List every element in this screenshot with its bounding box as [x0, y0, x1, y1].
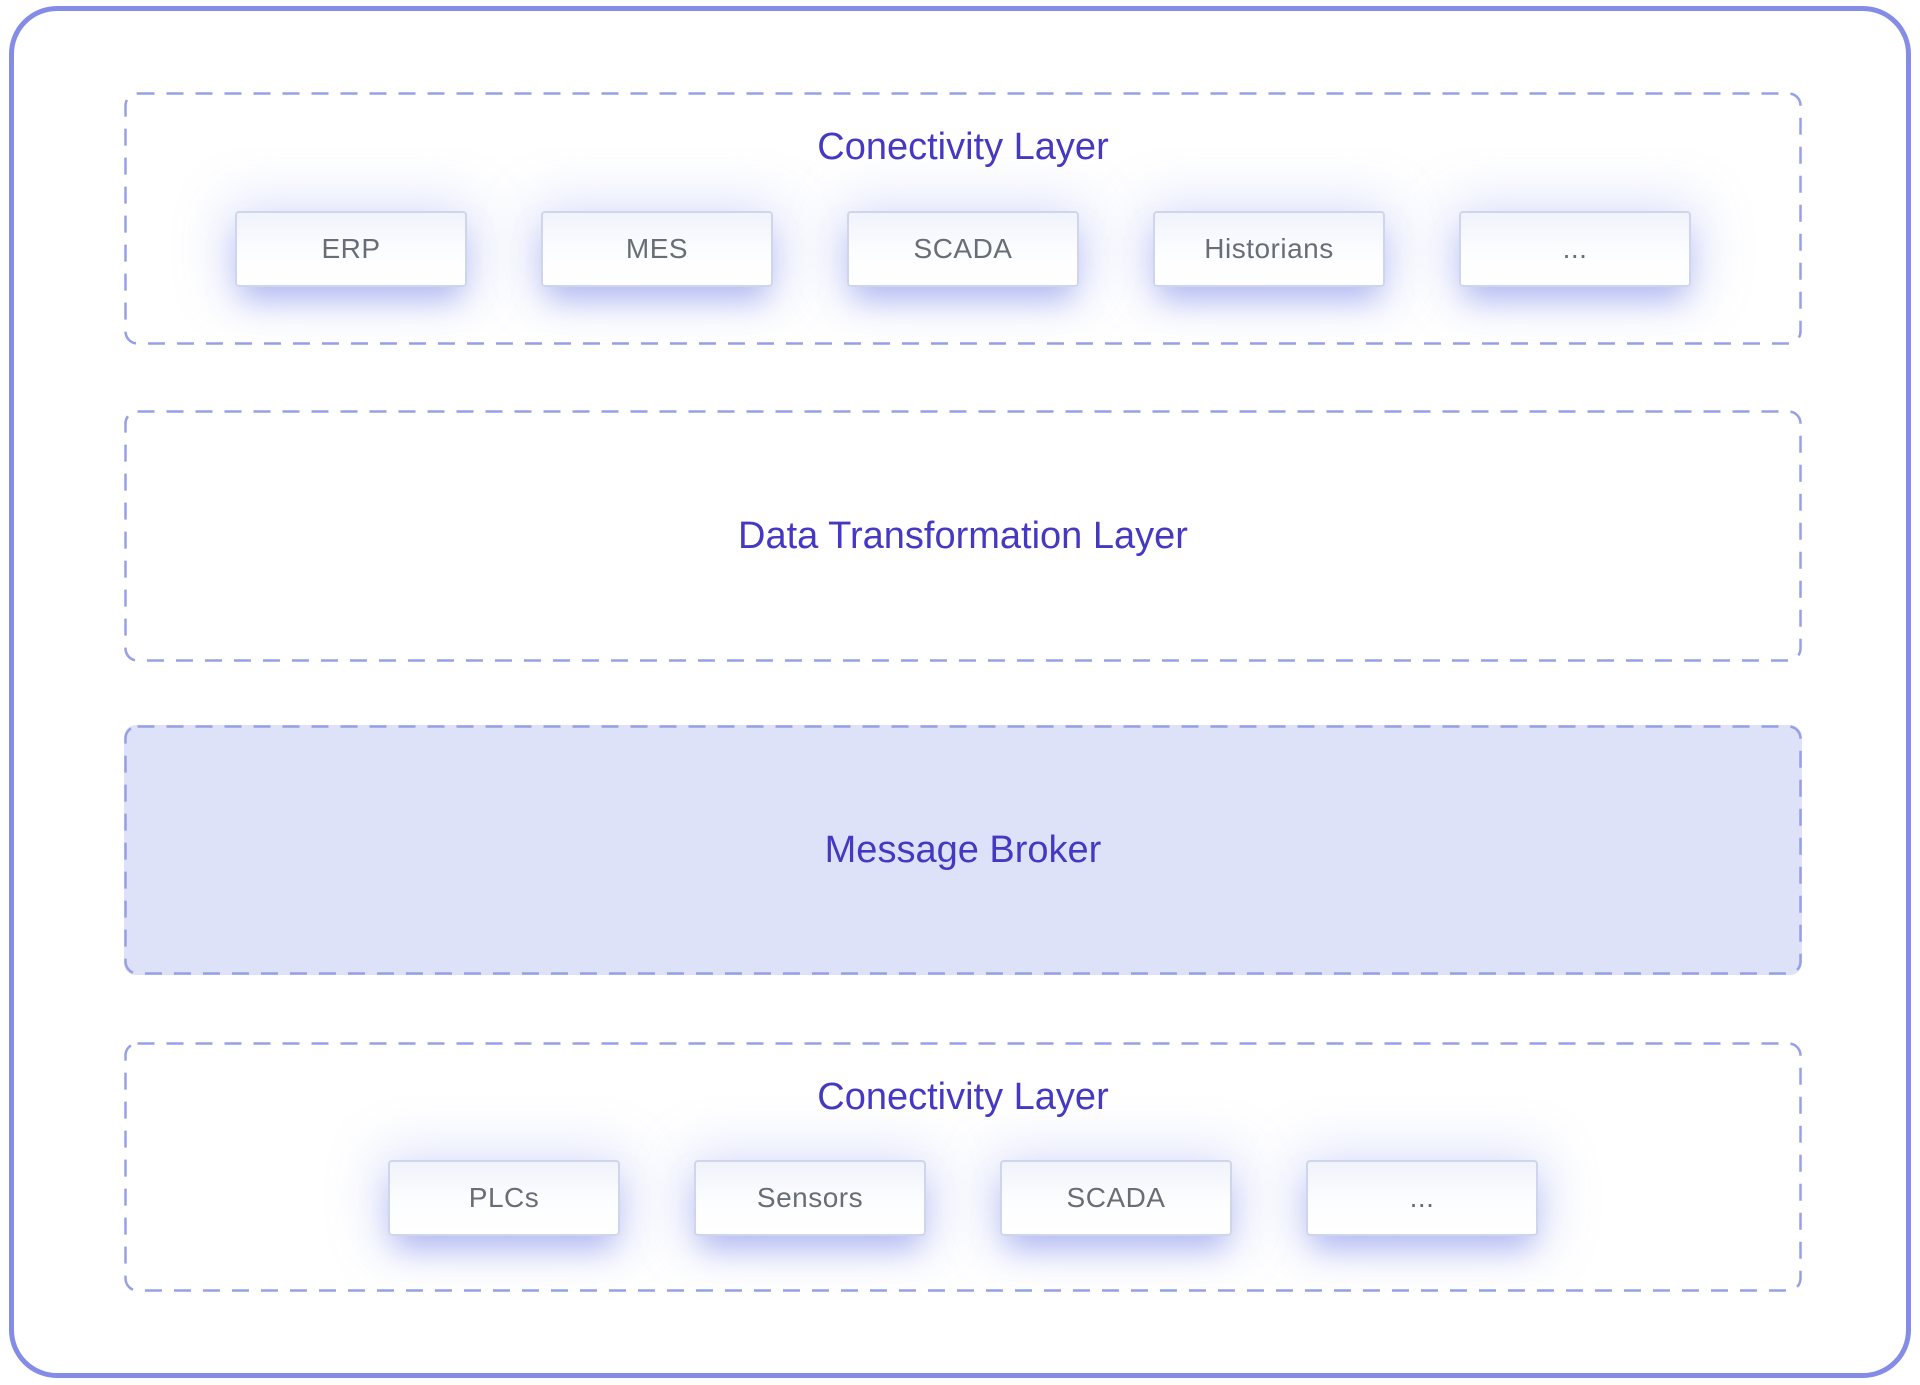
component-box-scada: SCADA	[1000, 1160, 1232, 1236]
component-label: Historians	[1204, 233, 1334, 264]
section-connectivity-top: Conectivity Layer ERP MES SCADA Historia…	[124, 92, 1802, 345]
section-title: Message Broker	[824, 829, 1102, 871]
component-label: MES	[625, 233, 689, 264]
component-box-ellipsis: ...	[1306, 1160, 1538, 1236]
component-box-scada: SCADA	[847, 211, 1079, 287]
section-message-broker: Message Broker	[124, 725, 1802, 975]
component-label: ...	[1409, 1182, 1435, 1213]
section-title: Conectivity Layer	[817, 126, 1109, 168]
component-row: PLCs Sensors SCADA ...	[124, 1160, 1802, 1236]
component-box-erp: ERP	[235, 211, 467, 287]
component-label: SCADA	[913, 233, 1013, 264]
section-title: Data Transformation Layer	[738, 515, 1188, 557]
diagram-frame: Conectivity Layer ERP MES SCADA Historia…	[9, 6, 1911, 1378]
component-box-ellipsis: ...	[1459, 211, 1691, 287]
component-label: Sensors	[756, 1182, 864, 1213]
component-box-sensors: Sensors	[694, 1160, 926, 1236]
section-title: Conectivity Layer	[817, 1076, 1109, 1118]
component-row: ERP MES SCADA Historians ...	[124, 211, 1802, 287]
section-data-transformation: Data Transformation Layer	[124, 410, 1802, 662]
component-label: ERP	[321, 233, 381, 264]
component-label: PLCs	[468, 1182, 540, 1213]
component-box-plcs: PLCs	[388, 1160, 620, 1236]
component-label: ...	[1562, 233, 1588, 264]
component-box-mes: MES	[541, 211, 773, 287]
section-connectivity-bottom: Conectivity Layer PLCs Sensors SCADA ...	[124, 1042, 1802, 1292]
component-box-historians: Historians	[1153, 211, 1385, 287]
component-label: SCADA	[1066, 1182, 1166, 1213]
